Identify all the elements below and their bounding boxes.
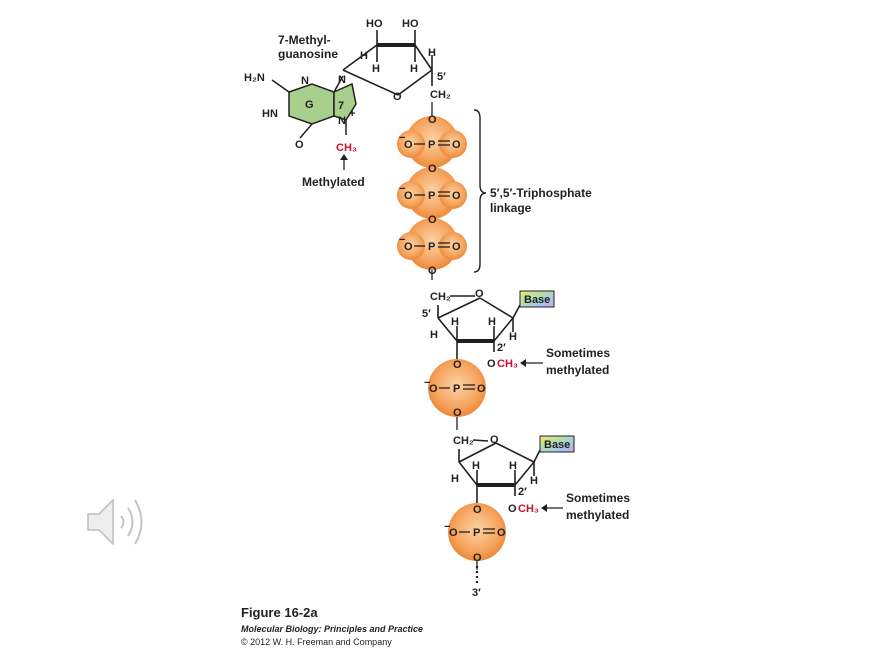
minus-p4: −: [424, 377, 430, 389]
o-p5-right: O: [497, 527, 506, 539]
p-1: P: [428, 139, 435, 151]
ch3-methyl: CH₃: [336, 142, 357, 154]
hn: HN: [262, 108, 278, 120]
phosphate-group-5: [448, 503, 506, 561]
o-p4-right: O: [477, 383, 486, 395]
h-r1-1: H: [430, 329, 438, 341]
base-box-2: [539, 435, 575, 453]
o-r2-ring: O: [490, 434, 499, 446]
o-p5-top: O: [473, 504, 482, 516]
o-p5-left: O: [449, 527, 458, 539]
ch3-2prime-r1: CH₃: [497, 358, 518, 370]
two-prime-r2: 2′: [518, 486, 527, 498]
cap-name-line1: 7-Methyl-: [278, 33, 331, 47]
o-p1-bottom: O: [428, 163, 437, 175]
o-p4-left: O: [429, 383, 438, 395]
o-2prime-r2: O: [508, 503, 517, 515]
phosphate-group-1: [397, 116, 467, 168]
h-cap-3: H: [410, 63, 418, 75]
plus-charge: +: [349, 108, 355, 120]
ch2-cap: CH₂: [430, 89, 451, 101]
sometimes-2-line1: Sometimes: [566, 491, 630, 505]
h-r1-4: H: [509, 331, 517, 343]
o-p4-top: O: [453, 359, 462, 371]
p-4: P: [453, 383, 460, 395]
phosphate-group-2: [397, 167, 467, 219]
linkage-line1: 5′,5′-Triphosphate: [490, 186, 592, 200]
o-p1-top: O: [428, 114, 437, 126]
h-r1-2: H: [451, 316, 459, 328]
minus-p2: −: [399, 183, 405, 195]
two-prime-r1: 2′: [497, 342, 506, 354]
base-label-2: Base: [544, 439, 570, 451]
p-2: P: [428, 190, 435, 202]
n-g-9: N: [338, 74, 346, 86]
h-r1-3: H: [488, 316, 496, 328]
o-p4-bottom: O: [453, 407, 462, 419]
minus-p1: −: [399, 132, 405, 144]
o-p5-bottom: O: [473, 552, 482, 564]
guanine-base: [271, 75, 357, 139]
n-g-7: N: [338, 115, 346, 127]
o-p3-bottom: O: [428, 265, 437, 277]
o-p2-right: O: [452, 190, 461, 202]
o-p3-left: O: [404, 241, 413, 253]
base-box-1: [519, 290, 555, 308]
o-p3-right: O: [452, 241, 461, 253]
five-prime-cap: 5′: [437, 71, 446, 83]
linkage-line2: linkage: [490, 201, 532, 215]
seven-pos: 7: [338, 100, 344, 112]
o-2prime-r1: O: [487, 358, 496, 370]
g-letter: G: [305, 99, 314, 111]
p-3: P: [428, 241, 435, 253]
triphosphate-bracket: [473, 109, 487, 273]
figure-book-title: Molecular Biology: Principles and Practi…: [241, 624, 424, 634]
o-p2-left: O: [404, 190, 413, 202]
h-r2-4: H: [530, 475, 538, 487]
figure-copyright: © 2012 W. H. Freeman and Company: [241, 637, 392, 647]
h2n: H₂N: [244, 72, 265, 84]
cap-ribose: [342, 30, 433, 96]
n-g-top: N: [301, 75, 309, 87]
ch2-r2: CH₂: [453, 435, 474, 447]
phosphate-group-4: [428, 359, 486, 417]
h-r2-3: H: [509, 460, 517, 472]
five-prime-r1: 5′: [422, 308, 431, 320]
p-5: P: [473, 527, 480, 539]
sometimes-1-line1: Sometimes: [546, 346, 610, 360]
o-g: O: [295, 139, 304, 151]
h-r2-2: H: [472, 460, 480, 472]
h-cap-1: H: [360, 50, 368, 62]
figure-title: Figure 16-2a: [241, 605, 318, 620]
methylated-label: Methylated: [302, 175, 365, 189]
sometimes-1-line2: methylated: [546, 363, 609, 377]
o-p1-left: O: [404, 139, 413, 151]
sometimes-2-line2: methylated: [566, 508, 629, 522]
h-r2-1: H: [451, 473, 459, 485]
h-cap-4: H: [428, 47, 436, 59]
base-label-1: Base: [524, 294, 550, 306]
ribose-2: [458, 439, 541, 505]
minus-p3: −: [399, 234, 405, 246]
three-prime-end: 3′: [472, 587, 481, 599]
ch2-r1: CH₂: [430, 291, 451, 303]
o-r1-ring: O: [475, 288, 484, 300]
o-cap-ring: O: [393, 91, 402, 103]
h-cap-2: H: [372, 63, 380, 75]
ho-left: HO: [366, 18, 383, 30]
o-p2-bottom: O: [428, 214, 437, 226]
cap-name-line2: guanosine: [278, 47, 338, 61]
speaker-icon[interactable]: [85, 494, 155, 550]
ribose-1: [437, 295, 521, 360]
phosphate-group-3: [397, 218, 467, 270]
minus-p5: −: [444, 521, 450, 533]
ch3-2prime-r2: CH₃: [518, 503, 539, 515]
ho-right: HO: [402, 18, 419, 30]
o-p1-right: O: [452, 139, 461, 151]
